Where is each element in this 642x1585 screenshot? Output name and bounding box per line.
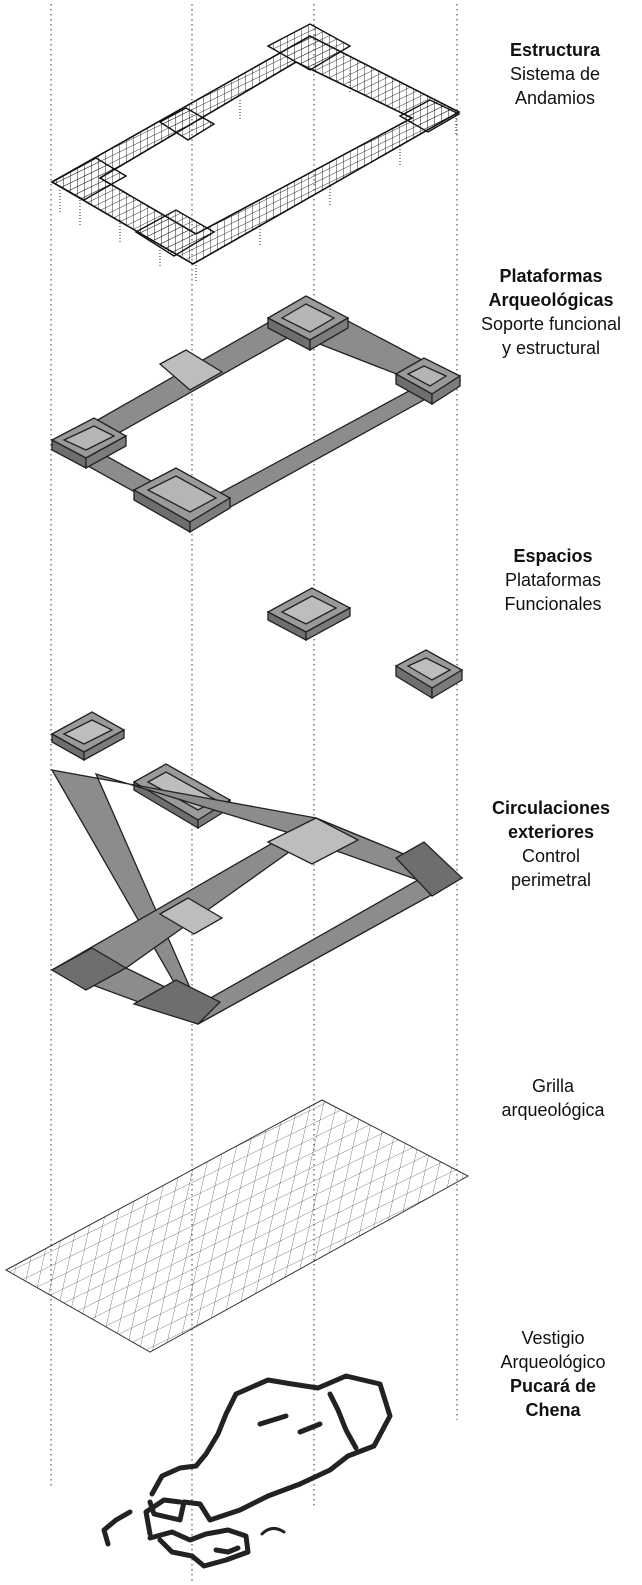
- label-vestigio-line-2: Arqueológico: [500, 1352, 606, 1372]
- label-estructura-title: Estructura: [509, 40, 601, 60]
- label-plataformas-title-2: Arqueológicas: [488, 290, 614, 310]
- label-plataformas-title-1: Plataformas: [499, 266, 603, 286]
- label-estructura-line-2: Sistema de: [509, 64, 601, 84]
- scaffold-corner-right: [398, 99, 461, 133]
- label-circulaciones-line-3: Control: [521, 846, 581, 866]
- circulation-corner-right: [394, 841, 464, 897]
- scaffold-structure-layer: [50, 23, 461, 282]
- label-plataformas: Plataformas Arqueológicas Soporte funcio…: [466, 264, 636, 360]
- scaffold-corner-bottom: [134, 209, 216, 257]
- circulation-pad-top: [266, 817, 360, 865]
- scaffold-ring: [50, 35, 461, 265]
- label-estructura-line-3: Andamios: [514, 88, 596, 108]
- label-vestigio-title-2: Chena: [525, 1400, 581, 1420]
- label-vestigio-line-1: Vestigio: [521, 1328, 585, 1348]
- label-grilla: Grilla arqueológica: [468, 1074, 638, 1122]
- platforms-layer: [50, 295, 462, 534]
- label-vestigio: Vestigio Arqueológico Pucará de Chena: [468, 1326, 638, 1422]
- label-circulaciones: Circulaciones exteriores Control perimet…: [466, 796, 636, 892]
- platform-box-bottom: [132, 467, 232, 534]
- remains-layer: [101, 1373, 393, 1569]
- grid-layer: [4, 1099, 470, 1353]
- label-espacios-title: Espacios: [513, 546, 593, 566]
- circulation-corner-left: [50, 947, 128, 991]
- guide-lines: [50, 4, 458, 1582]
- scaffold-mid-top: [158, 107, 216, 141]
- platform-box-top: [266, 295, 350, 352]
- label-estructura: Estructura Sistema de Andamios: [470, 38, 640, 110]
- label-espacios-line-2: Plataformas: [504, 570, 602, 590]
- label-vestigio-title-1: Pucará de: [509, 1376, 597, 1396]
- remains-outline: [147, 1373, 393, 1523]
- label-espacios-line-3: Funcionales: [504, 594, 602, 614]
- label-plataformas-line-4: y estructural: [501, 338, 601, 358]
- space-box-1: [266, 587, 352, 642]
- platform-box-right: [394, 357, 462, 406]
- space-box-2: [394, 649, 464, 700]
- archaeological-grid: [4, 1099, 470, 1353]
- platform-box-left: [50, 417, 128, 470]
- circulation-layer: [50, 769, 464, 1025]
- label-circulaciones-title-1: Circulaciones: [491, 798, 611, 818]
- label-grilla-line-1: Grilla: [531, 1076, 574, 1096]
- spaces-layer: [50, 587, 464, 830]
- label-grilla-line-2: arqueológica: [501, 1100, 605, 1120]
- circulation-pad-mid: [158, 897, 224, 935]
- scaffold-corner-left: [50, 157, 128, 201]
- platform-pad-top: [158, 349, 224, 391]
- label-espacios: Espacios Plataformas Funcionales: [468, 544, 638, 616]
- circulation-corner-bottom: [132, 979, 222, 1025]
- space-box-3: [50, 711, 126, 762]
- platform-ring: [50, 299, 462, 527]
- label-circulaciones-title-2: exteriores: [507, 822, 595, 842]
- label-plataformas-line-3: Soporte funcional: [480, 314, 622, 334]
- scaffold-corner-top: [266, 23, 352, 71]
- label-circulaciones-line-4: perimetral: [510, 870, 592, 890]
